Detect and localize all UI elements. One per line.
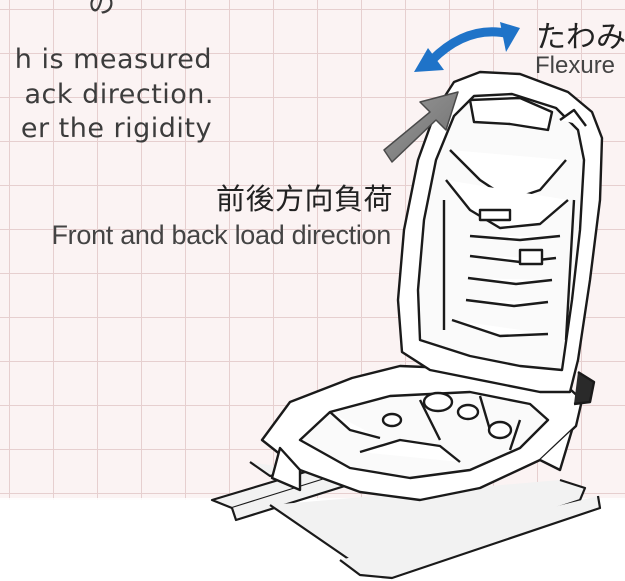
flexure-label-english: Flexure: [535, 52, 616, 79]
load-arrow-icon: [383, 91, 459, 163]
description-line-0: の: [88, 0, 116, 20]
back-frame: [396, 70, 604, 406]
flexure-label-japanese: たわみ: [536, 20, 625, 55]
load-label-japanese: 前後方向負荷: [215, 182, 393, 216]
cushion-frame: [260, 364, 584, 502]
description-line-2: ack direction.: [24, 79, 214, 110]
description-line-3: er the rigidity: [20, 113, 212, 144]
description-line-1: h is measured: [14, 44, 212, 75]
load-label-english: Front and back load direction: [51, 220, 391, 250]
curved-double-arrow-icon: [414, 22, 520, 72]
